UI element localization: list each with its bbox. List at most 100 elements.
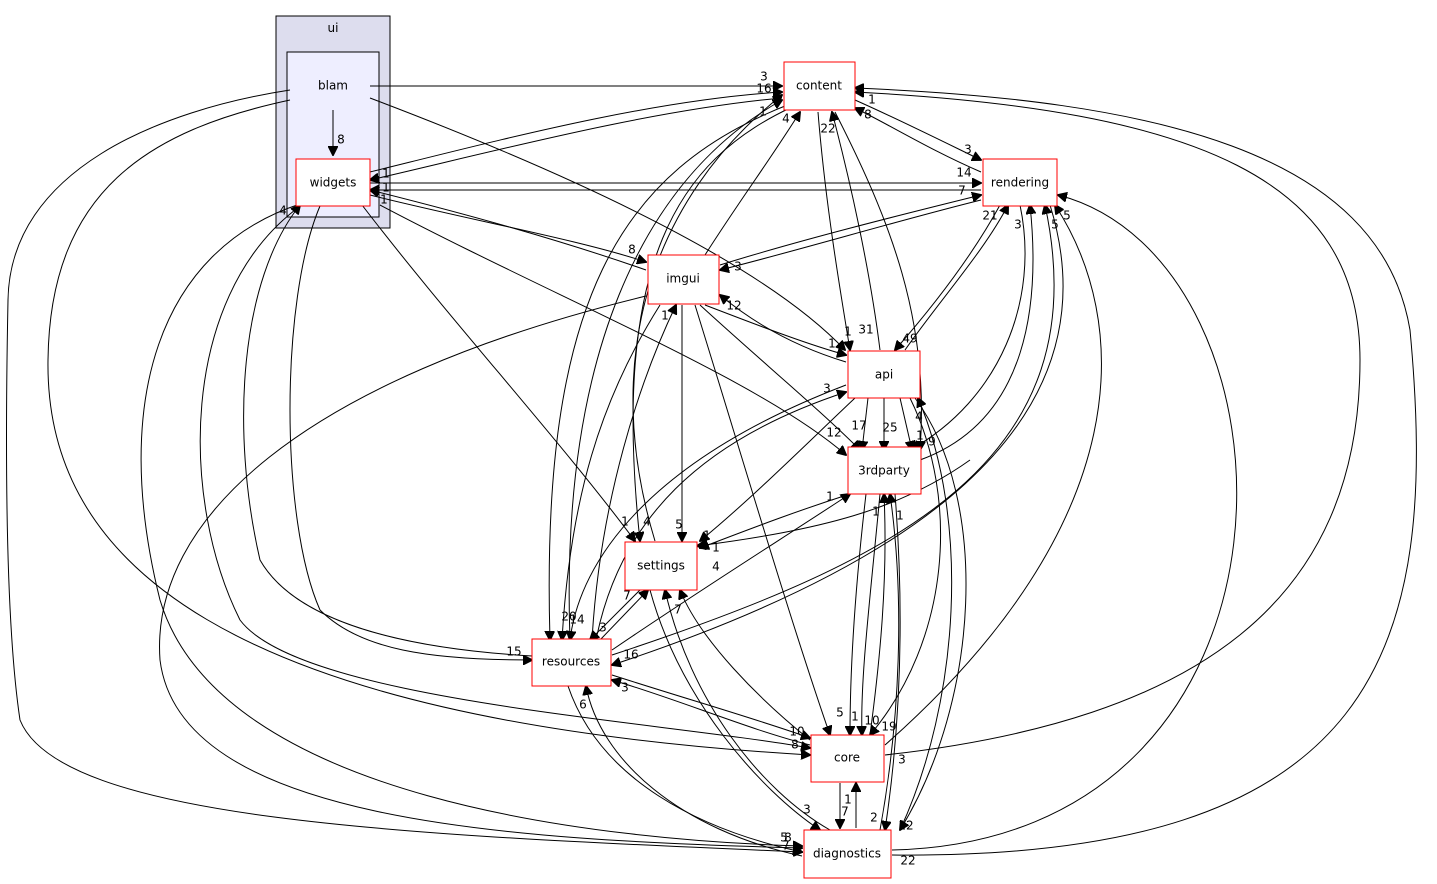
edge-settings-content: [632, 95, 782, 542]
node-widgets-label: widgets: [310, 176, 357, 190]
edge-resources-widgets: [243, 205, 533, 657]
edge-resources-api: [595, 392, 846, 641]
edge-label: 7: [782, 839, 790, 853]
edge-rendering-imgui: [720, 199, 982, 270]
edge-api-resources: [570, 384, 847, 640]
edges: [5, 86, 1417, 857]
edge-core-rendering: [884, 205, 1102, 746]
edge-blam-api: [369, 97, 845, 350]
edge-label: 3: [760, 70, 768, 84]
node-content-label: content: [796, 79, 842, 93]
node-rendering[interactable]: rendering: [982, 158, 1058, 207]
edge-api-3rdparty-17: [862, 397, 869, 450]
edge-label: 1: [851, 710, 859, 724]
edge-imgui-content: [704, 112, 800, 256]
edge-core-content: [855, 92, 1361, 756]
edge-blam-core: [47, 99, 810, 755]
node-core-label: core: [834, 751, 860, 765]
edge-resources-rendering: [611, 205, 1055, 656]
edge-diagnostics-api: [899, 398, 953, 831]
edge-rendering-api: [895, 204, 1001, 350]
edge-blam-diagnostics: [5, 89, 802, 852]
edge-label: 1: [712, 541, 720, 555]
edge-label: 8: [337, 133, 345, 147]
edge-resources-content: [568, 100, 782, 641]
edge-label: 20: [561, 610, 576, 624]
edge-3rdparty-resources: [611, 494, 850, 651]
node-rendering-label: rendering: [991, 176, 1049, 190]
edge-label: 5: [675, 518, 683, 532]
edge-widgets-3rdparty: [379, 204, 846, 455]
edge-diagnostics-resources: [586, 686, 803, 857]
edge-label: 5: [780, 831, 788, 845]
edge-widgets-core: [199, 209, 810, 748]
edge-3rdparty-rendering: [919, 205, 1033, 461]
edge-rendering-3rdparty: [910, 204, 1026, 450]
edge-label: 7: [674, 603, 682, 617]
edge-3rdparty-settings: [700, 493, 851, 548]
edge-label: 3: [823, 382, 831, 396]
edge-widgets-content: [369, 92, 782, 173]
edge-label: 10: [864, 714, 879, 728]
edge-label: 4: [915, 410, 923, 424]
cluster-ui-label: ui: [328, 21, 339, 35]
edge-label: 5: [1063, 209, 1071, 223]
edge-3rdparty-diagnostics: [885, 493, 901, 830]
node-widgets[interactable]: widgets: [295, 158, 371, 207]
edge-content-api: [817, 111, 850, 350]
edge-label: 2: [870, 811, 878, 825]
node-blam[interactable]: blam: [318, 79, 348, 93]
edge-imgui-rendering: [719, 195, 981, 266]
edge-resources-core: [611, 674, 810, 738]
edge-label: 5: [836, 706, 844, 720]
node-resources[interactable]: resources: [531, 638, 612, 687]
edge-diagnostics-settings: [665, 590, 831, 831]
edge-label: 3: [964, 143, 972, 157]
edge-label: 1: [844, 793, 852, 807]
edge-api-content: [832, 112, 881, 351]
edge-label: 4: [712, 560, 720, 574]
node-imgui[interactable]: imgui: [647, 254, 720, 305]
edge-resources-diagnostics: [567, 685, 802, 852]
edge-label: 6: [579, 698, 587, 712]
edge-resources-imgui: [591, 305, 676, 641]
edge-imgui-resources: [562, 304, 661, 640]
edge-label: 1: [916, 429, 924, 443]
edge-label: 8: [864, 108, 872, 122]
edge-core-3rdparty: [869, 494, 885, 736]
edge-label: 1: [661, 309, 669, 323]
edge-api-3rdparty-1: [899, 397, 912, 450]
edge-core-resources: [612, 680, 811, 746]
edge-label: 4: [279, 204, 287, 218]
node-core[interactable]: core: [810, 734, 885, 783]
edge-widgets-diagnostics: [140, 203, 802, 846]
edge-label: 7: [841, 805, 849, 819]
edge-label: 21: [982, 209, 997, 223]
edge-label: 1: [868, 93, 876, 107]
node-3rdparty-label: 3rdparty: [858, 464, 910, 478]
edge-label: 4: [782, 112, 790, 126]
edge-widgets-settings: [361, 204, 635, 541]
edge-content-3rdparty: [834, 111, 922, 450]
edge-label: 14: [569, 613, 584, 627]
edge-label: 22: [900, 854, 915, 868]
node-imgui-label: imgui: [666, 272, 700, 286]
edge-label: 10: [789, 725, 804, 739]
edge-settings-diagnostics: [649, 589, 820, 830]
node-api[interactable]: api: [847, 350, 921, 399]
node-3rdparty[interactable]: 3rdparty: [847, 446, 922, 495]
edge-label: 1: [382, 181, 390, 195]
edge-imgui-api: [704, 304, 846, 355]
node-settings[interactable]: settings: [624, 541, 698, 591]
edge-api-settings: [700, 397, 856, 541]
node-diagnostics[interactable]: diagnostics: [803, 829, 892, 879]
edge-imgui-core: [694, 304, 830, 735]
node-content[interactable]: content: [783, 61, 856, 111]
edge-label: 1: [826, 490, 834, 504]
edge-label: 1: [828, 337, 836, 351]
node-resources-label: resources: [542, 655, 600, 669]
node-blam-label: blam: [318, 79, 348, 93]
edge-label: 7: [623, 589, 631, 603]
edge-label: 12: [826, 426, 841, 440]
